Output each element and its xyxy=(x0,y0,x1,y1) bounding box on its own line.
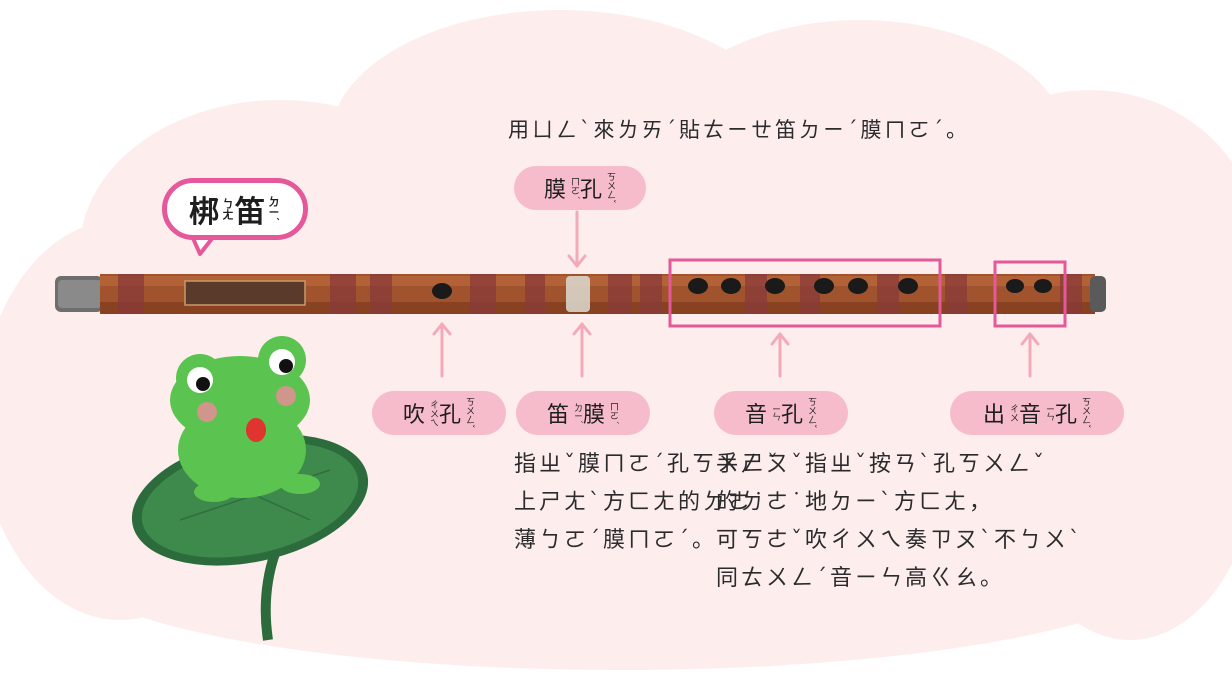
label-char: 音 xyxy=(1018,403,1043,428)
label-zhuyin: ㄇㄛˊ xyxy=(608,401,619,425)
flute xyxy=(55,274,1106,314)
tone-desc-line: 同ㄊㄨㄥˊ音ㄧㄣ高ㄍㄠ。 xyxy=(716,566,1006,591)
label-char: 音 xyxy=(744,403,769,428)
label-tone-holes: 音ㄧㄣ 孔ㄎㄨㄥˇ xyxy=(714,391,848,435)
membrane-desc-line: 指ㄓˇ膜ㄇㄛˊ孔ㄎㄨㄥˇ xyxy=(514,452,782,477)
label-char: 孔 xyxy=(781,403,806,428)
exit-holes-highlight xyxy=(993,260,1067,328)
label-membrane-hole: 膜ㄇㄛˊ 孔ㄎㄨㄥˇ xyxy=(514,166,646,210)
tone-desc-line: 可ㄎㄜˇ吹ㄔㄨㄟ奏ㄗㄡˋ不ㄅㄨˋ xyxy=(716,528,1084,553)
label-char: 膜 xyxy=(543,178,568,203)
label-zhuyin: ㄎㄨㄥˇ xyxy=(806,397,817,429)
label-zhuyin: ㄧㄣ xyxy=(1044,404,1054,422)
label-char: 孔 xyxy=(1055,403,1080,428)
label-zhuyin: ㄇㄛˊ xyxy=(569,176,579,200)
label-zhuyin: ㄧㄣ xyxy=(770,404,780,422)
label-zhuyin: ㄔㄨ xyxy=(1007,404,1018,422)
title-char-1: 梆 xyxy=(189,195,221,230)
title-zhuyin-2: ㄉㄧˊ xyxy=(267,196,280,222)
label-char: 孔 xyxy=(439,403,464,428)
title-char-2: 笛 xyxy=(235,195,267,230)
label-zhuyin: ㄎㄨㄥˇ xyxy=(464,397,475,429)
label-zhuyin: ㄎㄨㄥˇ xyxy=(1080,397,1091,429)
tone-desc-line: 的ㄉㄜ˙地ㄉㄧˋ方ㄈㄤ， xyxy=(716,490,995,515)
tone-holes-highlight xyxy=(668,258,942,328)
label-char: 膜 xyxy=(583,403,608,428)
label-flute-membrane: 笛ㄉㄧˊ 膜ㄇㄛˊ xyxy=(516,391,650,435)
arrow-exit-holes xyxy=(1020,332,1040,378)
label-char: 吹 xyxy=(402,403,427,428)
label-blow-hole: 吹ㄔㄨㄟ 孔ㄎㄨㄥˇ xyxy=(372,391,506,435)
membrane-hole-note: 用ㄩㄥˋ來ㄌㄞˊ貼ㄊㄧㄝ笛ㄉㄧˊ膜ㄇㄛˊ。 xyxy=(508,118,970,142)
frog-illustration xyxy=(131,336,369,641)
arrow-tone-holes xyxy=(770,332,790,378)
membrane-description: 指ㄓˇ膜ㄇㄛˊ孔ㄎㄨㄥˇ 上ㄕㄤˋ方ㄈㄤ的ㄉㄜ˙ 薄ㄅㄛˊ膜ㄇㄛˊ。 xyxy=(514,446,781,560)
title-bubble: 梆ㄅㄤ 笛ㄉㄧˊ xyxy=(162,178,308,240)
label-char: 笛 xyxy=(546,403,571,428)
label-zhuyin: ㄉㄧˊ xyxy=(572,402,582,424)
arrow-blow-hole xyxy=(432,322,452,378)
label-exit-holes: 出ㄔㄨ 音ㄧㄣ 孔ㄎㄨㄥˇ xyxy=(950,391,1124,435)
label-char: 出 xyxy=(982,403,1007,428)
membrane-desc-line: 薄ㄅㄛˊ膜ㄇㄛˊ。 xyxy=(514,528,718,553)
tone-desc-line: 手ㄕㄡˇ指ㄓˇ按ㄢˋ孔ㄎㄨㄥˇ xyxy=(716,452,1048,477)
label-zhuyin: ㄎㄨㄥˇ xyxy=(605,172,616,204)
label-zhuyin: ㄔㄨㄟ xyxy=(428,399,438,427)
membrane-desc-line: 上ㄕㄤˋ方ㄈㄤ的ㄉㄜ˙ xyxy=(514,490,768,515)
arrow-flute-membrane xyxy=(572,322,592,378)
label-char: 孔 xyxy=(580,178,605,203)
title-zhuyin-1: ㄅㄤ xyxy=(221,198,234,220)
arrow-membrane-hole xyxy=(567,210,587,268)
tone-holes-description: 手ㄕㄡˇ指ㄓˇ按ㄢˋ孔ㄎㄨㄥˇ 的ㄉㄜ˙地ㄉㄧˋ方ㄈㄤ， 可ㄎㄜˇ吹ㄔㄨㄟ奏ㄗㄡ… xyxy=(716,446,1083,598)
